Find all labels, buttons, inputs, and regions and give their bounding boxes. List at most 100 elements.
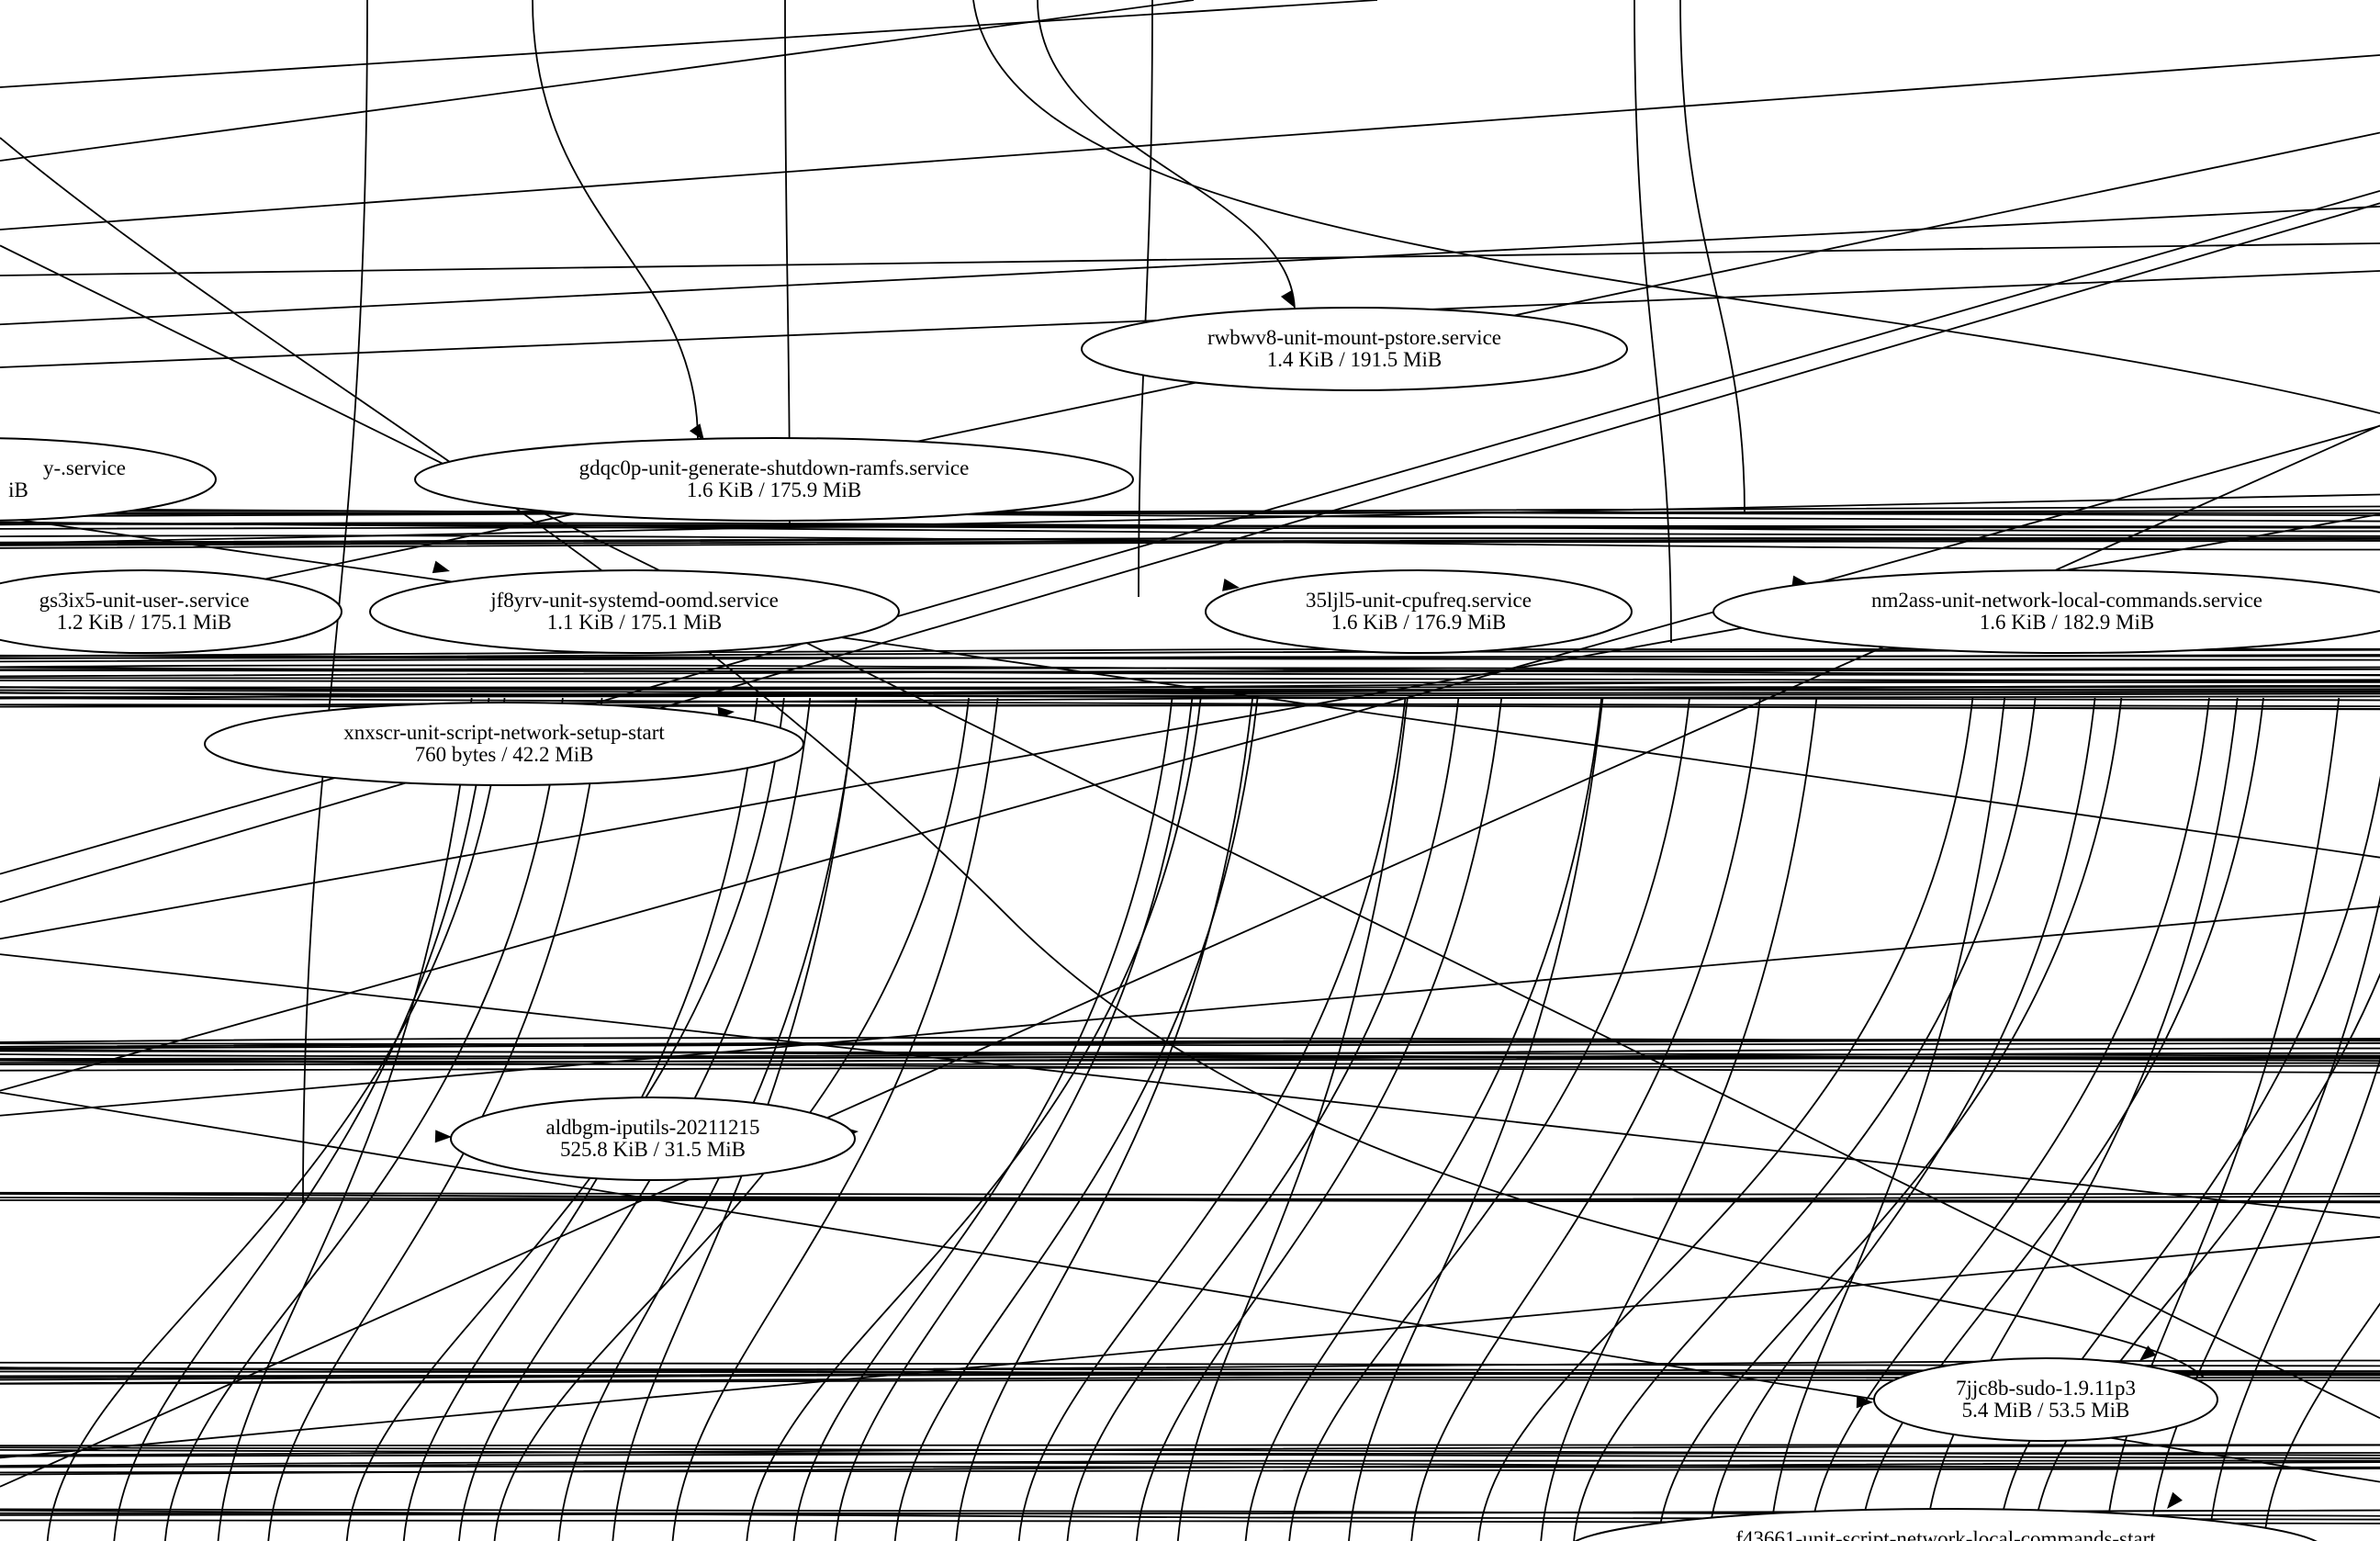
edge xyxy=(1176,697,1409,1541)
arrowhead-icon xyxy=(2167,1491,2183,1509)
node-nm2ass[interactable]: nm2ass-unit-network-local-commands.servi… xyxy=(1712,569,2380,654)
edge xyxy=(0,680,2380,684)
node-name: jf8yrv-unit-systemd-oomd.service xyxy=(489,589,779,612)
node-size: 5.4 MiB / 53.5 MiB xyxy=(1962,1399,2130,1422)
node-ellipse xyxy=(0,569,342,654)
edge xyxy=(2262,1302,2380,1541)
edge xyxy=(302,0,368,1204)
edge xyxy=(2149,894,2380,1541)
node-size: 1.6 KiB / 182.9 MiB xyxy=(1980,611,2154,634)
node-name: nm2ass-unit-network-local-commands.servi… xyxy=(1871,589,2262,612)
edge xyxy=(1573,697,2037,1541)
edge xyxy=(0,692,2380,699)
edge xyxy=(1656,697,2123,1541)
edge xyxy=(2207,1057,2380,1541)
edge xyxy=(267,697,603,1541)
edge xyxy=(746,697,1202,1541)
edge xyxy=(0,137,2205,1378)
edge xyxy=(0,54,2380,231)
node-ellipse xyxy=(1873,1357,2218,1442)
node-size: 525.8 KiB / 31.5 MiB xyxy=(560,1138,746,1161)
edge xyxy=(1707,697,2096,1541)
node-size: 1.2 KiB / 175.1 MiB xyxy=(57,611,231,634)
node-name: gdqc0p-unit-generate-shutdown-ramfs.serv… xyxy=(579,456,970,479)
arrowhead-icon xyxy=(432,560,450,574)
edge xyxy=(0,654,2380,661)
edge xyxy=(458,697,812,1541)
arrowhead-icon xyxy=(1280,289,1295,308)
edge xyxy=(0,1191,2380,1196)
node-xnxscr[interactable]: xnxscr-unit-script-network-setup-start76… xyxy=(204,702,804,786)
edge xyxy=(1135,697,1503,1541)
edge xyxy=(1066,697,1460,1541)
node-name: xnxscr-unit-script-network-setup-start xyxy=(343,721,665,744)
node-size: 1.4 KiB / 191.5 MiB xyxy=(1267,348,1442,371)
edge xyxy=(1997,774,2380,1541)
edge xyxy=(1138,0,1153,598)
edge xyxy=(612,697,858,1541)
node-size: 760 bytes / 42.2 MiB xyxy=(415,743,594,766)
edge xyxy=(0,1038,2380,1048)
node-f43661[interactable]: f43661-unit-script-network-local-command… xyxy=(1566,1508,2325,1541)
node-ellipse xyxy=(1574,1508,2318,1541)
edge xyxy=(532,0,699,442)
edge xyxy=(0,953,2380,1219)
edge xyxy=(0,205,2380,326)
edge xyxy=(0,697,2380,708)
edge xyxy=(0,1235,2380,1459)
edge xyxy=(0,0,1378,88)
edge xyxy=(1017,697,1407,1541)
edge xyxy=(493,697,970,1541)
edge xyxy=(2032,972,2380,1541)
edge xyxy=(2105,697,2341,1541)
edge xyxy=(893,697,1259,1541)
node-size: 1.6 KiB / 176.9 MiB xyxy=(1331,611,1506,634)
edge xyxy=(0,131,2380,636)
node-partial[interactable]: y-.service iB xyxy=(0,437,217,522)
node-size: 1.1 KiB / 175.1 MiB xyxy=(547,611,722,634)
edge xyxy=(0,1062,2380,1066)
edge xyxy=(0,905,2380,1117)
node-ellipse xyxy=(369,569,900,654)
node-ellipse xyxy=(450,1097,856,1181)
edge xyxy=(0,424,2380,1092)
node-name: 35ljl5-unit-cpufreq.service xyxy=(1306,589,1532,612)
nodes: y-.service iB rwbwv8-unit-mount-pstore.ser… xyxy=(0,307,2380,1541)
edge xyxy=(1540,697,1818,1541)
edge xyxy=(0,685,2380,695)
edge xyxy=(0,686,2380,692)
edge xyxy=(1925,697,2239,1541)
edge xyxy=(0,664,2380,676)
node-name: rwbwv8-unit-mount-pstore.service xyxy=(1207,326,1501,349)
node-name: f43661-unit-script-network-local-command… xyxy=(1735,1527,2156,1541)
edge xyxy=(0,202,2380,904)
edge xyxy=(1633,0,1672,644)
node-gdqc0p[interactable]: gdqc0p-unit-generate-shutdown-ramfs.serv… xyxy=(414,437,1134,522)
edge xyxy=(0,666,2380,677)
node-size: iB xyxy=(8,478,28,501)
node-ellipse xyxy=(1205,569,1633,654)
node-name: 7jjc8b-sudo-1.9.11p3 xyxy=(1956,1377,2136,1400)
edge xyxy=(792,697,1173,1541)
node-ellipse xyxy=(0,437,217,522)
edge xyxy=(1288,697,1690,1541)
arrowhead-icon xyxy=(2139,1345,2157,1361)
edge xyxy=(402,697,758,1541)
edge xyxy=(0,1461,2380,1468)
edge xyxy=(1244,697,1603,1541)
edge xyxy=(972,0,2380,414)
edge xyxy=(0,242,2380,276)
edge xyxy=(0,1038,2380,1050)
arrowhead-icon xyxy=(1222,578,1240,591)
arrowhead-icon xyxy=(434,1130,452,1143)
arrowhead-icon xyxy=(1856,1395,1873,1409)
node-name: aldbgm-iputils-20211215 xyxy=(546,1116,760,1139)
node-name: y-.service xyxy=(43,456,126,479)
